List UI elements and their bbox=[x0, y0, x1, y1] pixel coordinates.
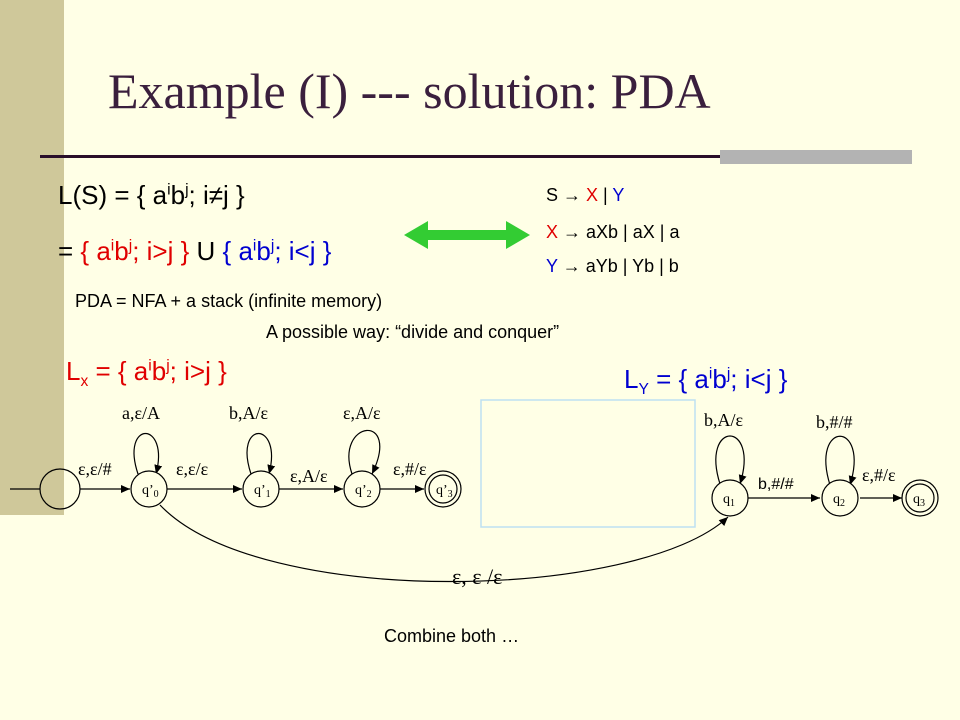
state-q2-prime bbox=[343, 470, 381, 508]
combine-note: Combine both … bbox=[384, 626, 520, 646]
loop-q2 bbox=[348, 429, 381, 475]
state-q1 bbox=[711, 479, 749, 517]
edge-label: ε,#/ε bbox=[393, 459, 427, 479]
bridge-label: ε, ε /ε bbox=[452, 564, 502, 589]
grammar-rule-s: S → X | Y bbox=[546, 185, 625, 205]
start-circle bbox=[39, 468, 81, 510]
state-label: q’1 bbox=[254, 483, 271, 500]
loop-q1 bbox=[715, 435, 747, 485]
state-label: q’3 bbox=[436, 483, 453, 500]
divide-note: A possible way: “divide and conquer” bbox=[266, 322, 560, 342]
edge-label: ε,#/ε bbox=[862, 465, 896, 485]
equivalence-arrow bbox=[404, 221, 530, 249]
title-rule bbox=[40, 155, 912, 158]
state-label: q1 bbox=[723, 492, 735, 509]
edge-label: a,ε/A bbox=[122, 403, 160, 423]
state-q1-prime bbox=[242, 470, 280, 508]
edge-label: b,A/ε bbox=[229, 403, 269, 423]
state-q3 bbox=[901, 479, 939, 517]
edge-label: ε,A/ε bbox=[290, 466, 328, 486]
middle-box bbox=[480, 399, 696, 528]
edge-label: ε,ε/ε bbox=[176, 459, 209, 479]
ly-heading: LY = { aibj; i<j } bbox=[624, 364, 788, 399]
state-label: q2 bbox=[833, 492, 845, 509]
lx-heading: Lx = { aibj; i>j } bbox=[66, 356, 227, 391]
edge-label: b,#/# bbox=[816, 412, 853, 432]
grammar-rule-y: Y → aYb | Yb | b bbox=[546, 256, 679, 276]
edge-q0-to-q1 bbox=[159, 504, 729, 583]
state-label: q’2 bbox=[355, 483, 372, 500]
grammar-rule-x: X → aXb | aX | a bbox=[546, 222, 680, 242]
state-label: q’0 bbox=[142, 483, 159, 500]
loop-q0 bbox=[133, 433, 163, 475]
state-q0-prime bbox=[130, 470, 168, 508]
state-label: q3 bbox=[913, 492, 925, 509]
loop-q1 bbox=[246, 433, 276, 475]
sidebar-strip bbox=[0, 0, 64, 515]
edge-label: b,A/ε bbox=[704, 410, 744, 430]
state-q3-accept bbox=[905, 483, 935, 513]
edge-label: ε,ε/# bbox=[78, 459, 112, 479]
ls-line-2: = { aibj; i>j } U { aibj; i<j } bbox=[58, 236, 332, 266]
state-q3-prime-accept bbox=[428, 474, 458, 504]
state-q3-prime bbox=[424, 470, 462, 508]
title-rule-block bbox=[720, 150, 912, 164]
state-q2 bbox=[821, 479, 859, 517]
slide-title: Example (I) --- solution: PDA bbox=[108, 63, 711, 119]
ls-line-1: L(S) = { aibj; i≠j } bbox=[58, 180, 245, 210]
pda-note: PDA = NFA + a stack (infinite memory) bbox=[75, 291, 383, 311]
edge-label: b,#/# bbox=[758, 476, 794, 493]
edge-label: ε,A/ε bbox=[343, 403, 381, 423]
loop-q2 bbox=[825, 435, 857, 486]
